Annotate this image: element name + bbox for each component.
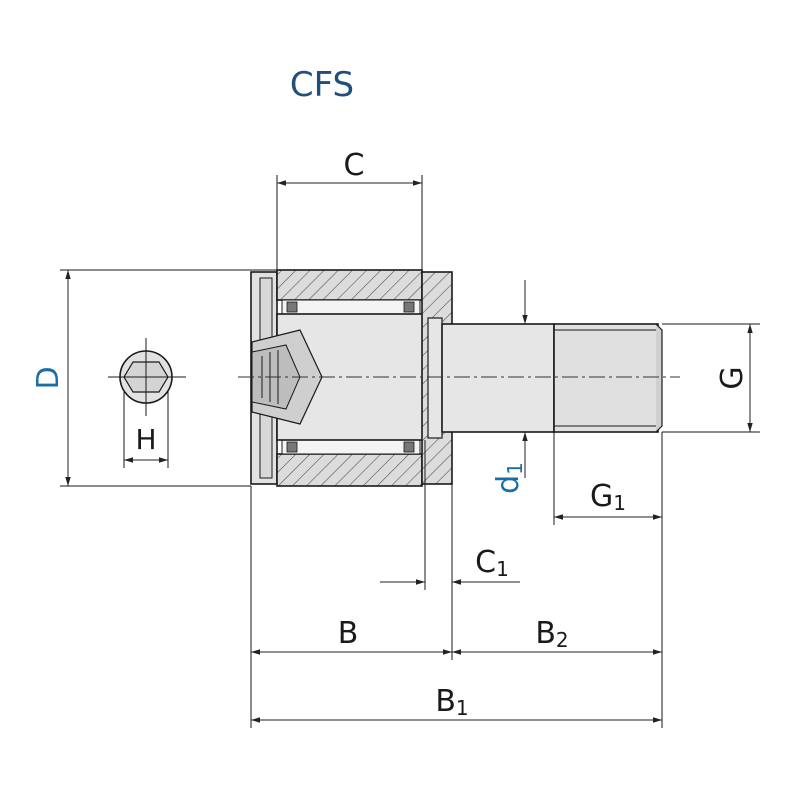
shank: [441, 323, 555, 433]
dim-label-C1: C1: [475, 545, 509, 581]
dim-label-G: G: [715, 366, 750, 389]
dim-label-B: B: [338, 616, 359, 651]
dim-label-B1: B1: [435, 684, 468, 720]
thread: [553, 323, 659, 433]
dim-label-D: D: [31, 366, 66, 389]
outer-ring-upper: [276, 269, 423, 301]
drawing-title: CFS: [290, 65, 354, 105]
needle-row-lower: [281, 439, 421, 455]
dim-label-G1: G1: [590, 479, 626, 515]
dim-label-C: C: [344, 148, 365, 183]
dimensions: C D G d1 G1 C1: [31, 148, 760, 728]
end-view: H: [108, 338, 186, 468]
needle-row-upper: [281, 299, 421, 315]
dim-label-B2: B2: [535, 616, 568, 652]
outer-ring-lower: [276, 453, 423, 487]
main-view: [238, 269, 680, 487]
dim-label-H: H: [135, 423, 156, 456]
dim-label-d1: d1: [491, 462, 527, 494]
